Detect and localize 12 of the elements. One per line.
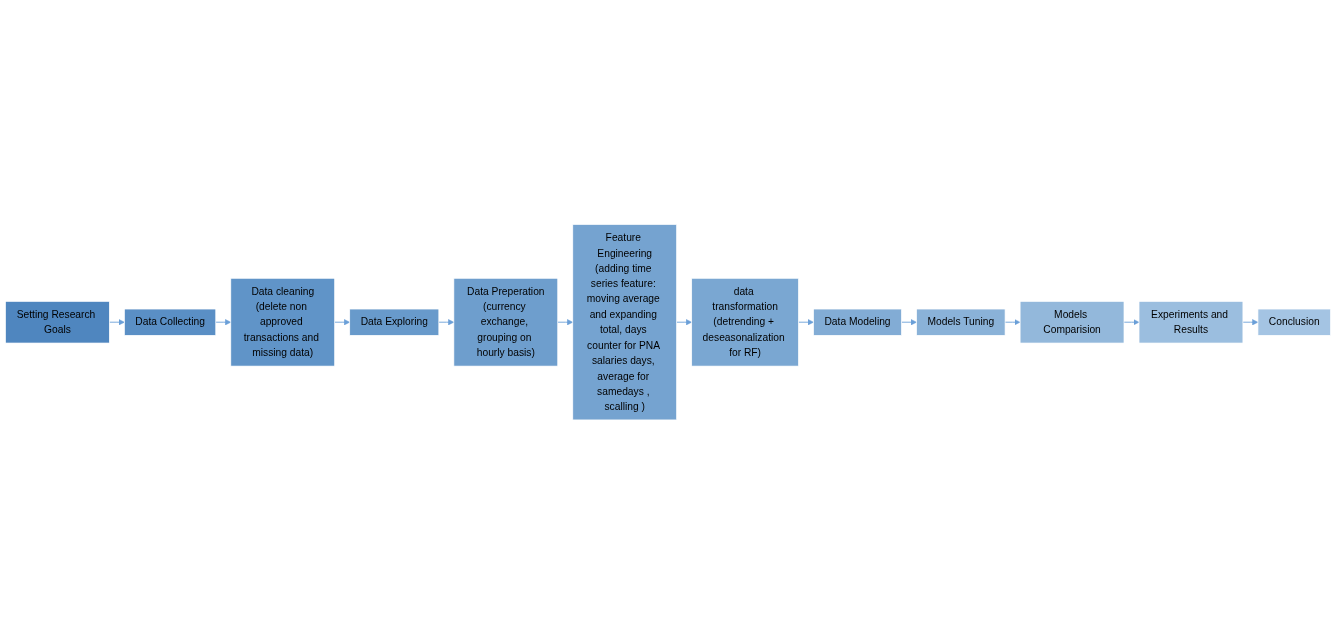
node-box: Feature Engineering (adding time series feature: moving average and expanding total, days counter for PNA salaries days, average for samedays , scalling ) [572, 223, 677, 421]
node-box: Data Preperation (currency exchange, grouping on hourly basis) [453, 277, 559, 367]
node-box: Setting Research Goals [5, 300, 110, 344]
node-box: Conclusion [1257, 308, 1331, 336]
node-box: Models Comparision [1019, 300, 1125, 344]
node-box: Data Modeling [813, 308, 902, 336]
node-box: Data cleaning (delete non approved transactions and missing data) [230, 277, 335, 367]
node-box: Data Exploring [349, 308, 440, 336]
node-box: data transformation (detrending + deseasonalization for RF) [691, 277, 799, 367]
node-box: Experiments and Results [1138, 300, 1244, 344]
node-box: Data Collecting [124, 308, 217, 336]
node-box: Models Tuning [916, 308, 1006, 336]
